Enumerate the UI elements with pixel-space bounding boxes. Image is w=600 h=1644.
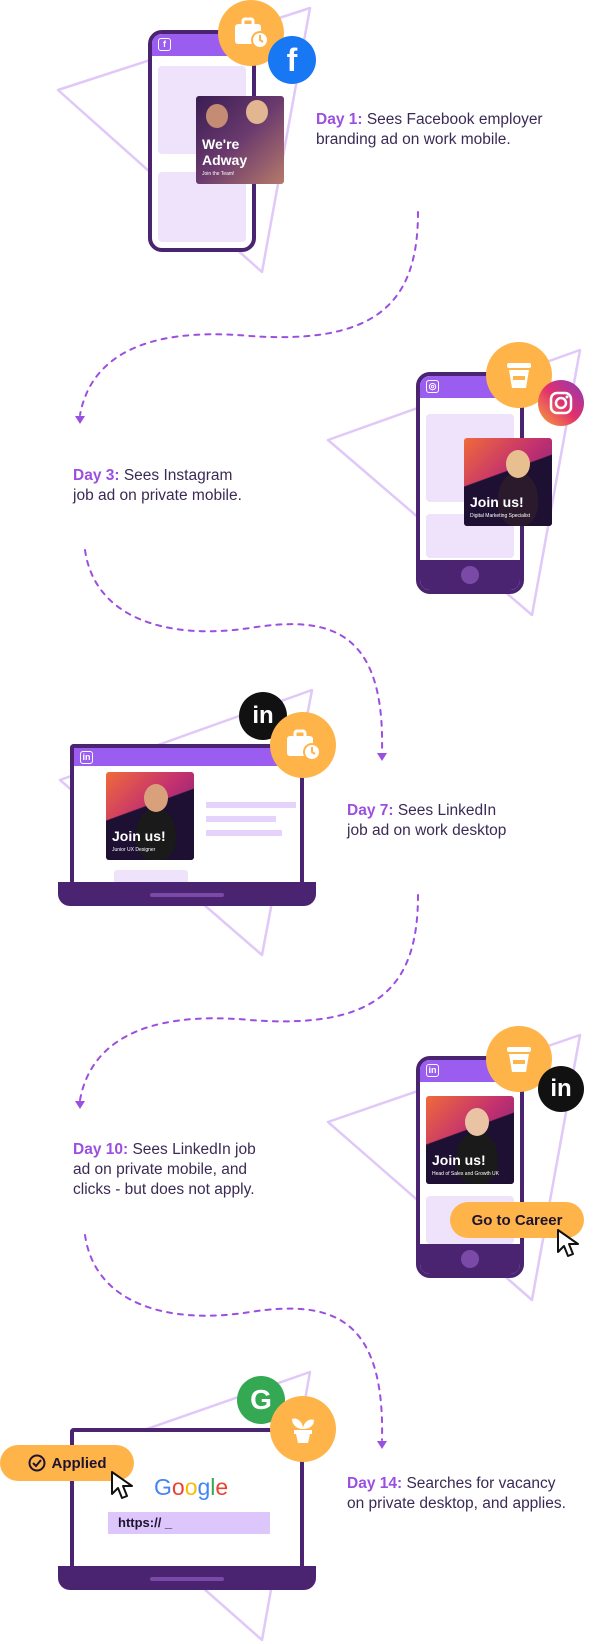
search-input[interactable]: https:// _	[108, 1512, 270, 1534]
ad-person	[498, 472, 538, 526]
ad-person-head	[144, 784, 168, 812]
facebook-icon: f	[268, 36, 316, 84]
instagram-mini-icon: ◎	[426, 380, 439, 393]
facebook-mini-icon: f	[158, 38, 171, 51]
arrow-head-4	[377, 1441, 387, 1449]
cursor-icon	[556, 1228, 584, 1263]
phone-bottom	[420, 1244, 520, 1274]
path-4	[84, 1234, 384, 1441]
instagram-icon	[538, 380, 584, 426]
path-2	[84, 549, 384, 753]
ad-headline: Adway	[202, 152, 248, 168]
ad-person-head	[506, 450, 530, 478]
ad-person	[456, 1132, 498, 1184]
arrow-head-3	[75, 1101, 85, 1109]
ad-subtitle: Digital Marketing Specialist	[470, 513, 531, 519]
cup-icon	[486, 1026, 552, 1092]
check-circle-icon	[28, 1454, 45, 1472]
linkedin-mobile-ad[interactable]: Join us! Head of Sales and Growth UK	[426, 1096, 514, 1184]
home-button	[461, 1250, 479, 1268]
ad-subtitle: Junior UX Designer	[112, 847, 156, 853]
briefcase-clock-icon	[270, 712, 336, 778]
private-desktop-screen: Google https:// _	[70, 1428, 304, 1568]
browser-topbar: in	[74, 748, 300, 766]
ad-person-head	[465, 1108, 489, 1136]
ad-headline: Join us!	[112, 828, 166, 844]
arrow-head-1	[75, 416, 85, 424]
cursor-icon	[110, 1470, 138, 1505]
linkedin-icon: in	[239, 692, 287, 740]
linkedin-mini-icon: in	[426, 1064, 439, 1077]
content-line	[206, 816, 276, 822]
instagram-ad[interactable]: Join us! Digital Marketing Specialist	[464, 438, 552, 526]
applied-button[interactable]: Applied	[0, 1445, 134, 1481]
linkedin-icon: in	[538, 1066, 584, 1112]
ad-subtitle: Join the Team!	[202, 171, 235, 177]
ad-headline: Join us!	[432, 1152, 486, 1168]
laptop-base	[58, 882, 316, 906]
briefcase-clock-icon	[218, 0, 284, 66]
ad-person	[136, 808, 176, 860]
ad-headline: We're	[202, 136, 240, 152]
linkedin-mini-icon: in	[80, 751, 93, 764]
content-card	[114, 870, 188, 884]
google-logo: Google	[154, 1474, 229, 1500]
plant-icon	[270, 1396, 336, 1462]
ad-person	[206, 104, 228, 128]
facebook-ad[interactable]: We're Adway Join the Team!	[196, 96, 284, 184]
home-button	[461, 566, 479, 584]
content-line	[206, 802, 296, 808]
arrow-head-2	[377, 753, 387, 761]
ad-headline: Join us!	[470, 494, 524, 510]
laptop-base	[58, 1566, 316, 1590]
linkedin-desktop-ad[interactable]: Join us! Junior UX Designer	[106, 772, 194, 860]
content-line	[206, 830, 282, 836]
ad-subtitle: Head of Sales and Growth UK	[432, 1171, 499, 1177]
path-3	[79, 894, 419, 1101]
phone-bottom	[420, 560, 520, 590]
google-g-icon: G	[237, 1376, 285, 1424]
applied-label: Applied	[51, 1454, 107, 1472]
ad-person	[246, 100, 268, 124]
path-1	[79, 211, 419, 416]
